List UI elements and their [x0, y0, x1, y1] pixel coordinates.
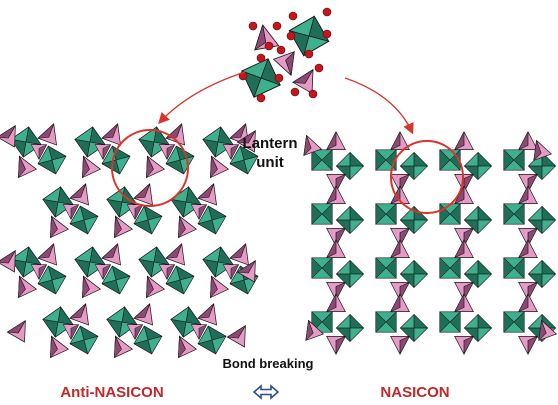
- tetrahedron: [69, 180, 96, 206]
- tetrahedron: [518, 185, 538, 204]
- tetrahedron: [518, 336, 538, 355]
- tetrahedron: [390, 293, 410, 312]
- tetrahedron: [518, 239, 538, 258]
- oxygen-atom: [276, 45, 286, 55]
- tetrahedron: [69, 300, 96, 326]
- tetrahedron: [101, 240, 128, 266]
- tetrahedron: [518, 131, 538, 150]
- tetrahedron: [454, 336, 474, 355]
- nasicon-framework: [297, 131, 557, 355]
- tetrahedron: [326, 336, 346, 355]
- double-arrow-icon: [252, 384, 280, 400]
- tetrahedron: [326, 239, 346, 258]
- tetrahedron: [326, 131, 346, 150]
- tetrahedron: [133, 300, 160, 326]
- oxygen-atom: [308, 89, 318, 99]
- tetrahedron: [165, 240, 192, 266]
- oxygen-atom: [314, 63, 324, 73]
- tetrahedron: [165, 120, 192, 146]
- oxygen-atom: [256, 93, 266, 103]
- tetrahedron: [390, 239, 410, 258]
- tetrahedron: [37, 120, 64, 146]
- oxygen-atom: [274, 73, 284, 83]
- tetrahedron: [326, 185, 346, 204]
- tetrahedron: [454, 239, 474, 258]
- lantern-highlight-right: [390, 140, 464, 214]
- tetrahedron: [454, 131, 474, 150]
- nasicon-label: NASICON: [380, 384, 449, 401]
- tetrahedron: [390, 336, 410, 355]
- tetrahedron: [197, 180, 224, 206]
- tetrahedron: [227, 320, 255, 348]
- oxygen-atom: [322, 7, 332, 17]
- tetrahedron: [326, 293, 346, 312]
- tetrahedron: [7, 315, 35, 343]
- tetrahedron: [229, 240, 256, 266]
- arrow-to-nasicon: [344, 77, 414, 135]
- oxygen-atom: [288, 11, 298, 21]
- oxygen-atom: [256, 53, 266, 63]
- tetrahedron: [197, 300, 224, 326]
- lantern-label-line1: Lantern: [242, 135, 297, 152]
- tetrahedron: [37, 240, 64, 266]
- bond-breaking-label: Bond breaking: [222, 356, 313, 371]
- anti-nasicon-framework: [0, 120, 265, 359]
- oxygen-atom: [286, 31, 296, 41]
- oxygen-atom: [304, 49, 314, 59]
- oxygen-atom: [322, 29, 332, 39]
- oxygen-atom: [264, 41, 274, 51]
- tetrahedron: [518, 293, 538, 312]
- tetrahedron: [133, 180, 160, 206]
- lantern-unit-model: [234, 7, 335, 105]
- tetrahedron: [454, 293, 474, 312]
- oxygen-atom: [272, 21, 282, 31]
- lantern-label-line2: unit: [256, 154, 284, 171]
- lantern-highlight-left: [111, 129, 189, 207]
- anti-nasicon-label: Anti-NASICON: [60, 384, 163, 401]
- oxygen-atom: [290, 87, 300, 97]
- oxygen-atom: [248, 21, 258, 31]
- arrow-to-anti-nasicon: [158, 71, 246, 125]
